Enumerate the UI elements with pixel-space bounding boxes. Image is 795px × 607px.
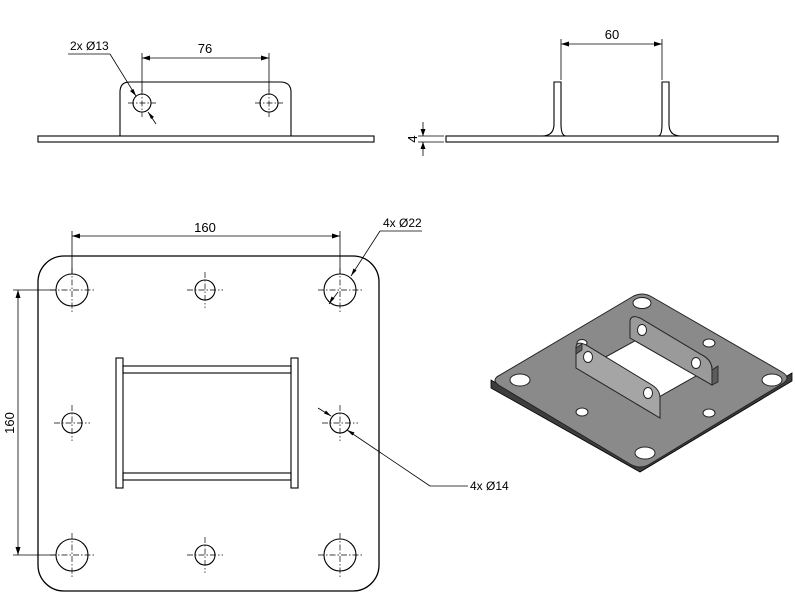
edge-hole-callout-label: 4x Ø14 [470, 479, 509, 493]
iso-front-flange [575, 342, 661, 419]
corner-hole-tr [318, 268, 362, 312]
top-plate-outline [37, 255, 380, 592]
iso-back-flange-hole-2 [691, 357, 701, 369]
iso-front-flange-edge [575, 343, 583, 355]
side-flange-right [657, 81, 682, 137]
side-flange-left [541, 81, 567, 137]
iso-hole-bottom [634, 446, 656, 460]
top-view: 160 160 4x Ø22 4x Ø14 [2, 216, 509, 592]
front-hole-callout-label: 2x Ø13 [70, 39, 109, 53]
corner-hole-callout-label: 4x Ø22 [383, 216, 422, 230]
corner-hole-tl [50, 268, 94, 312]
dimension-160-horizontal: 160 [71, 220, 341, 274]
dimension-160-vertical: 160 [2, 289, 56, 556]
iso-front-flange-hole-1 [583, 351, 593, 363]
corner-hole-callout: 4x Ø22 [328, 216, 422, 305]
side-base-plate [445, 135, 779, 143]
iso-hole-top [632, 297, 652, 309]
isometric-view [490, 293, 793, 473]
front-base-plate [37, 135, 375, 143]
slot-right-edge [290, 357, 299, 489]
bottom-flange [122, 472, 292, 481]
iso-back-flange-hole-1 [637, 324, 647, 336]
front-hole-right [255, 89, 283, 117]
iso-hole-right [761, 373, 783, 387]
iso-small-hole-1 [575, 407, 589, 417]
edge-hole-left [54, 405, 90, 441]
dimension-76: 76 [141, 41, 270, 92]
iso-hole-left [509, 373, 531, 387]
plate-thickness-label: 4 [405, 135, 420, 142]
front-flange [119, 81, 292, 136]
width-label: 160 [194, 220, 216, 235]
iso-small-hole-2 [702, 408, 716, 418]
iso-back-flange-edge [711, 365, 719, 386]
corner-hole-br [318, 533, 362, 577]
edge-hole-top [187, 272, 223, 308]
top-slot [115, 357, 299, 489]
top-flange [122, 365, 292, 374]
front-view: 76 2x Ø13 [37, 39, 375, 143]
dimension-60: 60 [560, 27, 663, 80]
front-hole-spacing-label: 76 [198, 41, 212, 56]
height-label: 160 [2, 412, 17, 434]
iso-small-hole-3 [702, 338, 716, 348]
edge-hole-callout: 4x Ø14 [317, 407, 509, 493]
dimension-4: 4 [405, 122, 444, 156]
front-hole-left [128, 89, 156, 117]
corner-hole-bl [50, 533, 94, 577]
side-flange-spacing-label: 60 [605, 27, 619, 42]
slot-left-edge [115, 357, 124, 489]
side-view: 60 4 [405, 27, 779, 156]
front-hole-callout: 2x Ø13 [68, 39, 157, 125]
iso-front-flange-hole-2 [643, 387, 653, 399]
edge-hole-right [322, 405, 358, 441]
edge-hole-bottom [187, 537, 223, 573]
